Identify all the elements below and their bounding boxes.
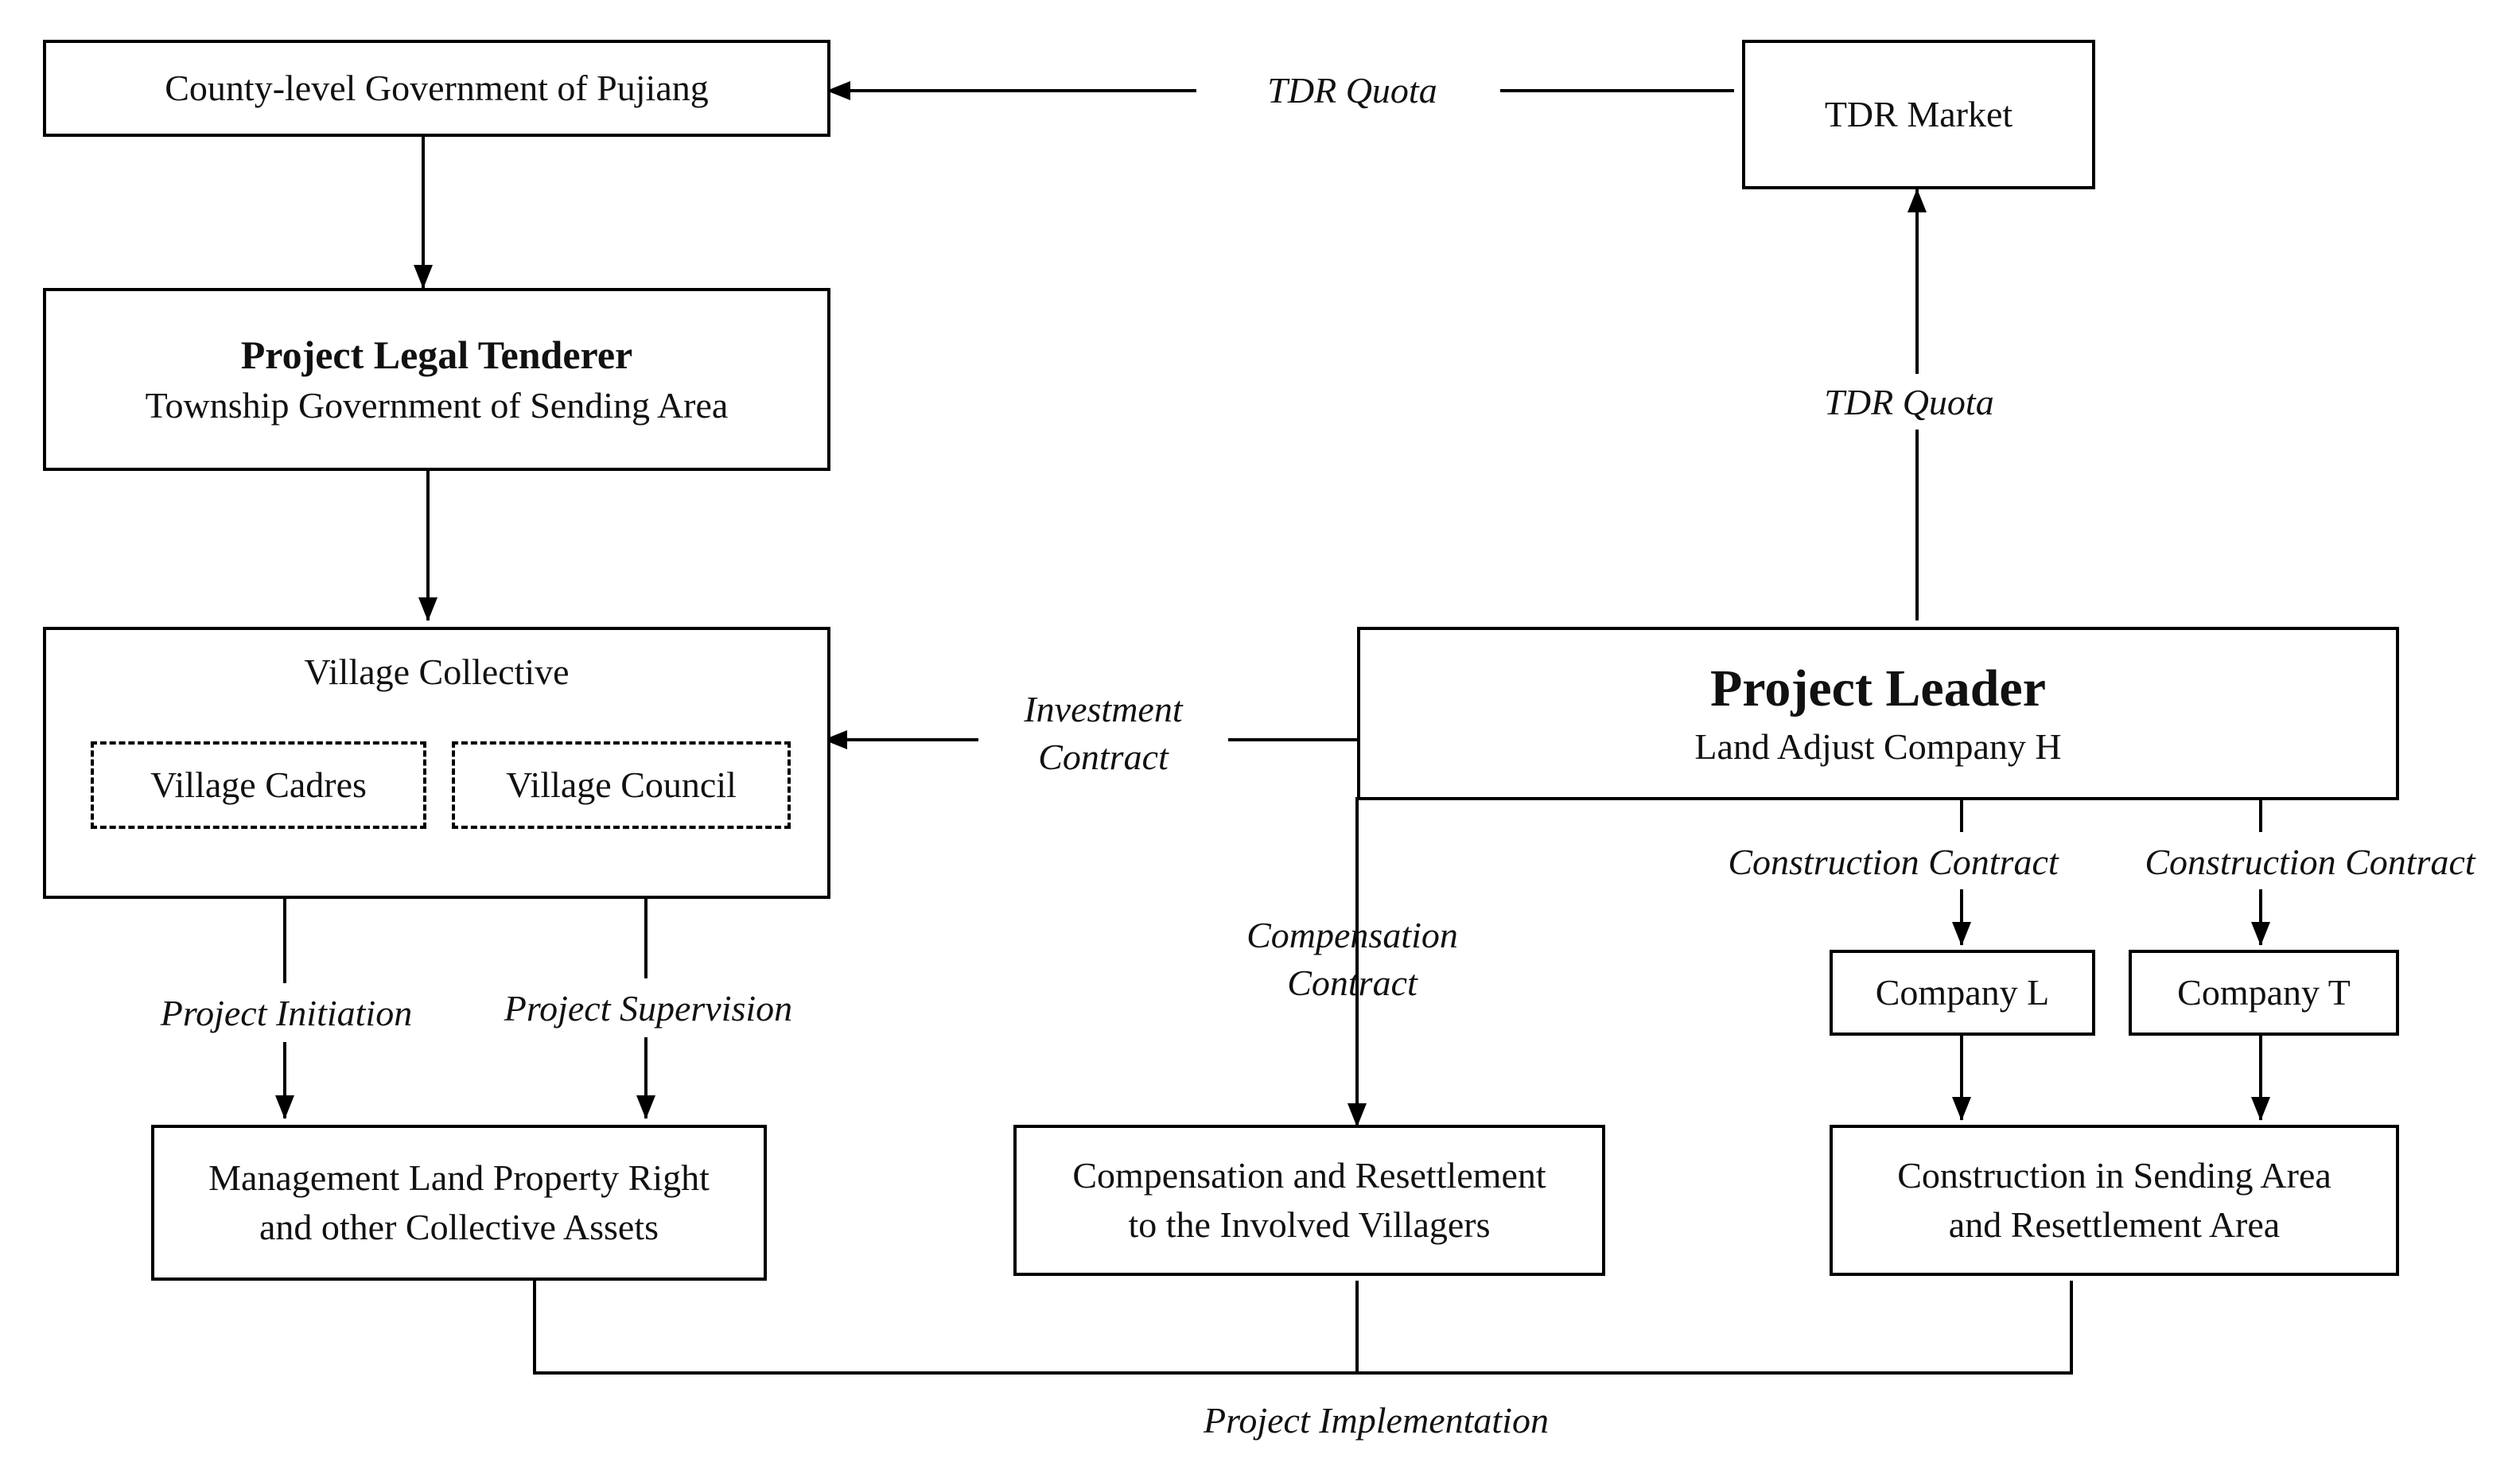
project-legal-tenderer-box: Project Legal Tenderer Township Governme… (43, 288, 830, 471)
tenderer-title: Project Legal Tenderer (240, 332, 633, 377)
implementation-bracket (533, 1281, 2073, 1375)
village-cadres-box: Village Cadres (91, 741, 426, 829)
tdr-market-box: TDR Market (1742, 40, 2095, 189)
construction-box: Construction in Sending Area and Resettl… (1830, 1125, 2399, 1276)
company-t-box: Company T (2129, 950, 2399, 1036)
company-l-box: Company L (1830, 950, 2095, 1036)
compensation-line-2: to the Involved Villagers (1128, 1204, 1491, 1245)
project-initiation-label: Project Initiation (160, 993, 413, 1033)
construction-line-1: Construction in Sending Area (1897, 1155, 2331, 1196)
investment-contract-label-line-2: Contract (1038, 737, 1169, 777)
county-government-box: County-level Government of Pujiang (43, 40, 830, 137)
village-council-box: Village Council (452, 741, 791, 829)
company-l-label: Company L (1875, 972, 2050, 1013)
investment-contract-label-line-1: Investment (1024, 689, 1183, 729)
management-line-1: Management Land Property Right (208, 1157, 710, 1198)
village-cadres-label: Village Cadres (150, 764, 367, 805)
tdr-quota-top-label: TDR Quota (1267, 70, 1437, 111)
project-implementation-label: Project Implementation (1204, 1400, 1549, 1441)
village-collective-label: Village Collective (304, 651, 570, 692)
county-government-label: County-level Government of Pujiang (165, 68, 709, 108)
construction-line-2: and Resettlement Area (1948, 1204, 2281, 1245)
compensation-resettlement-box: Compensation and Resettlement to the Inv… (1013, 1125, 1605, 1276)
project-leader-title: Project Leader (1709, 659, 2047, 718)
management-line-2: and other Collective Assets (259, 1207, 659, 1247)
compensation-line-1: Compensation and Resettlement (1072, 1155, 1546, 1196)
management-land-box: Management Land Property Right and other… (151, 1125, 767, 1281)
construction-contract-t-label: Construction Contract (2145, 842, 2475, 882)
tdr-quota-right-label: TDR Quota (1824, 382, 1994, 422)
project-supervision-label: Project Supervision (504, 988, 793, 1029)
tdr-market-label: TDR Market (1824, 94, 2013, 134)
tenderer-subtitle: Township Government of Sending Area (145, 385, 729, 426)
project-leader-box: Project Leader Land Adjust Company H (1357, 627, 2399, 800)
compensation-contract-label-line-2: Contract (1287, 962, 1418, 1003)
compensation-contract-label-line-1: Compensation (1246, 915, 1458, 955)
construction-contract-l-label: Construction Contract (1728, 842, 2059, 882)
village-council-label: Village Council (506, 764, 737, 805)
company-t-label: Company T (2177, 972, 2351, 1013)
project-leader-subtitle: Land Adjust Company H (1694, 726, 2062, 767)
